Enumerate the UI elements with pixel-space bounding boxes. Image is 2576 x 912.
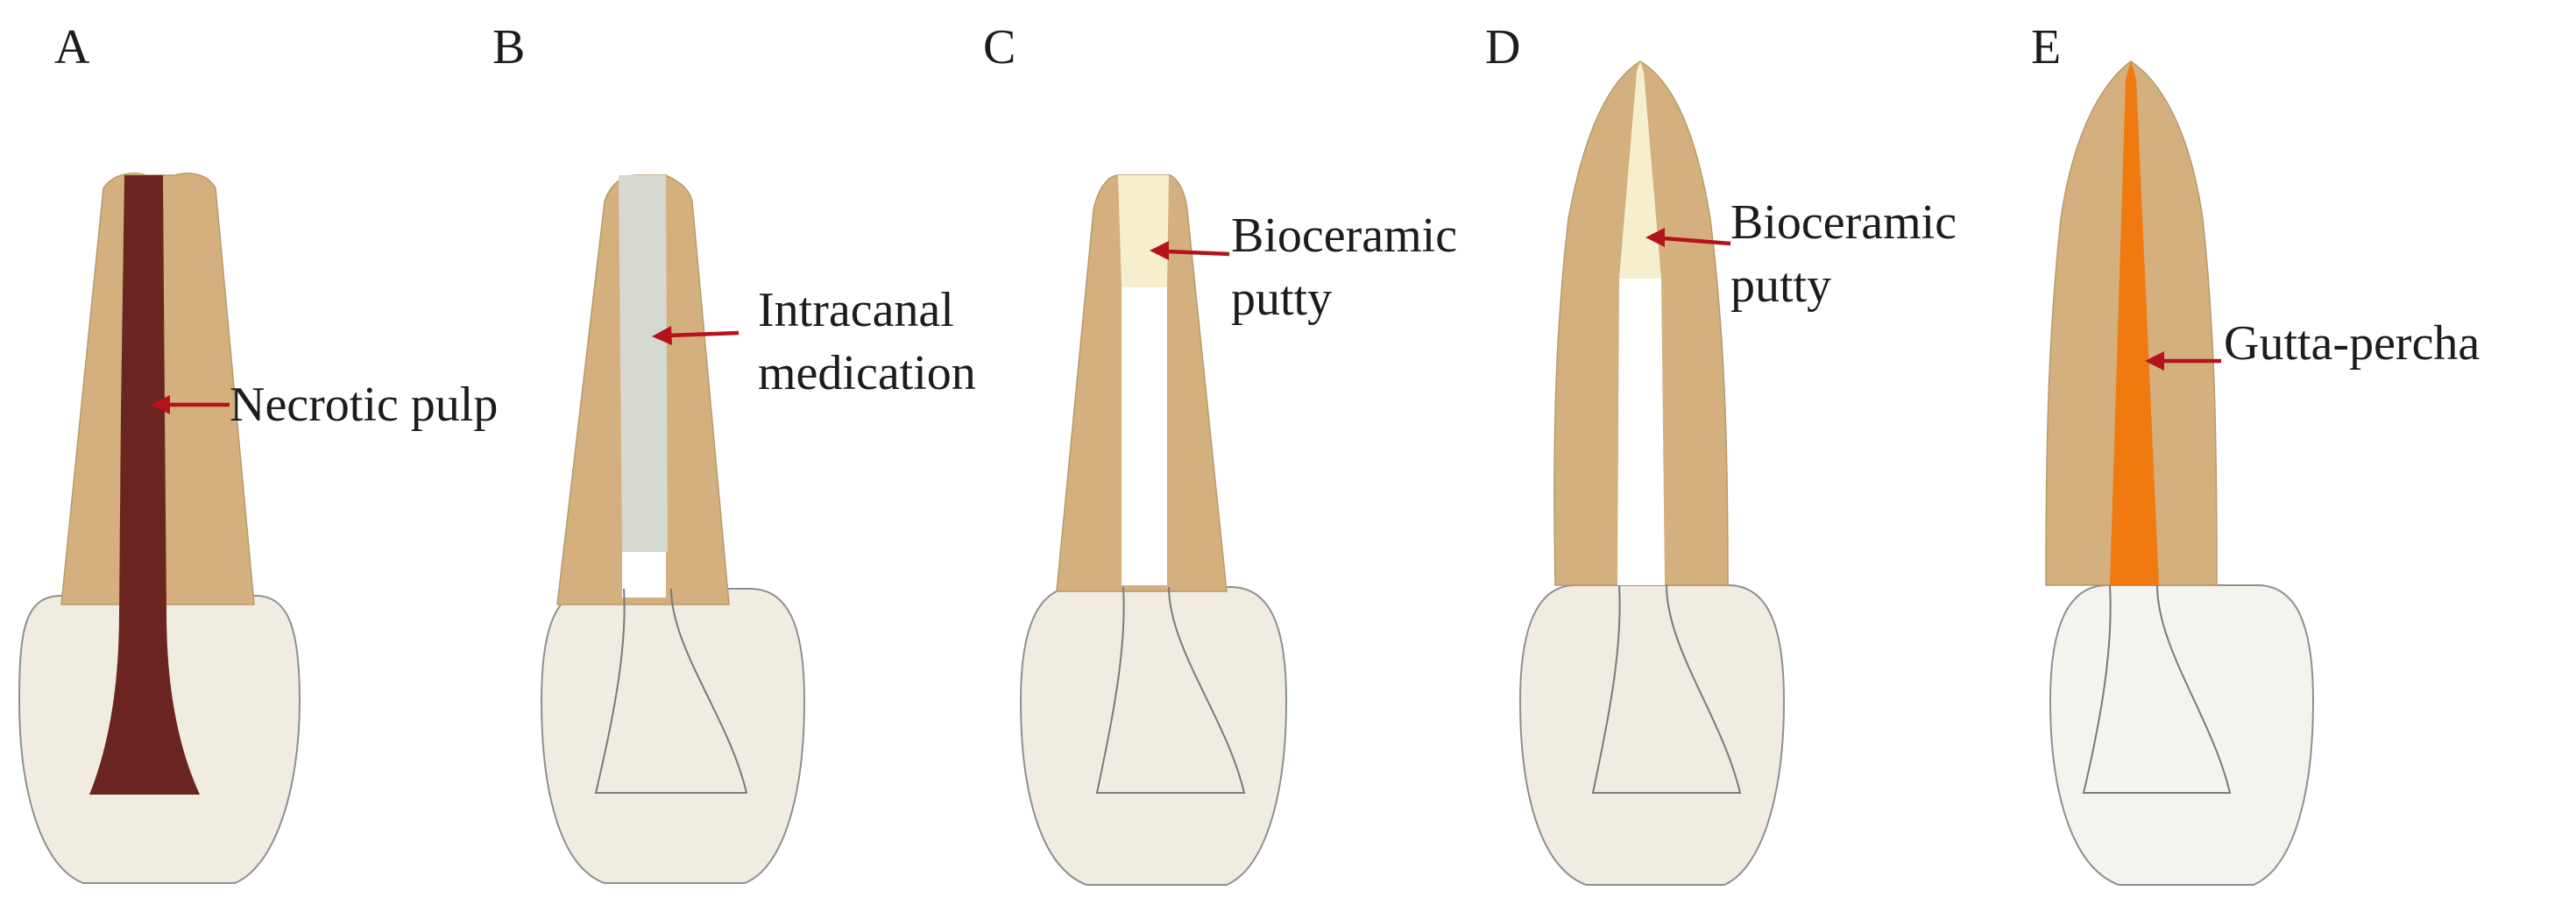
panel-e-crown-canal <box>2082 584 2232 794</box>
panel-c-crown <box>1019 586 1288 886</box>
panel-b-crown <box>540 588 806 884</box>
panel-d-arrow <box>1662 236 1731 246</box>
panel-c-letter: C <box>983 20 1016 74</box>
panel-d-empty-canal <box>1617 279 1665 585</box>
panel-a: A Necrotic pulp <box>18 20 498 884</box>
panel-c-empty-canal <box>1122 287 1167 585</box>
panel-b-letter: B <box>492 20 525 74</box>
panel-b-arrow <box>667 330 740 338</box>
panel-e-callout: Gutta-percha <box>2224 316 2480 371</box>
panel-c: C Bioceramic putty <box>983 20 1469 886</box>
panel-c-crown-canal <box>1095 586 1246 794</box>
panel-a-necrotic-pulp <box>89 175 200 795</box>
panel-e-crown <box>2049 584 2315 886</box>
panel-e-gutta-percha <box>2110 61 2159 585</box>
panel-b-callout: Intracanal medication <box>758 283 976 400</box>
panel-c-arrow <box>1166 249 1230 257</box>
panel-a-arrowhead <box>151 395 170 414</box>
panel-b: B Intracanal medication <box>492 20 976 884</box>
panel-e: E Gutta-percha <box>2031 20 2480 886</box>
panel-d-callout: Bioceramic putty <box>1730 195 1969 313</box>
panel-d-letter: D <box>1485 20 1520 74</box>
panel-e-letter: E <box>2031 20 2061 74</box>
panel-a-letter: A <box>54 20 90 74</box>
panel-e-arrowhead <box>2145 351 2164 371</box>
panel-d-arrowhead <box>1645 228 1665 247</box>
panel-c-arrowhead <box>1150 241 1169 260</box>
panel-c-callout: Bioceramic putty <box>1231 209 1469 326</box>
panel-a-callout: Necrotic pulp <box>230 378 498 432</box>
panel-b-crown-canal <box>594 588 748 794</box>
panel-b-empty-canal <box>622 552 666 597</box>
panel-d-crown-canal <box>1591 584 1742 794</box>
panel-c-bioceramic-putty <box>1118 175 1169 287</box>
panel-d-bioceramic-putty <box>1619 61 1661 279</box>
panel-d: D Bioceramic putty <box>1485 20 1969 886</box>
panel-b-arrowhead <box>652 326 672 345</box>
panel-d-crown <box>1518 584 1786 886</box>
panel-b-intracanal-medication <box>619 175 668 552</box>
